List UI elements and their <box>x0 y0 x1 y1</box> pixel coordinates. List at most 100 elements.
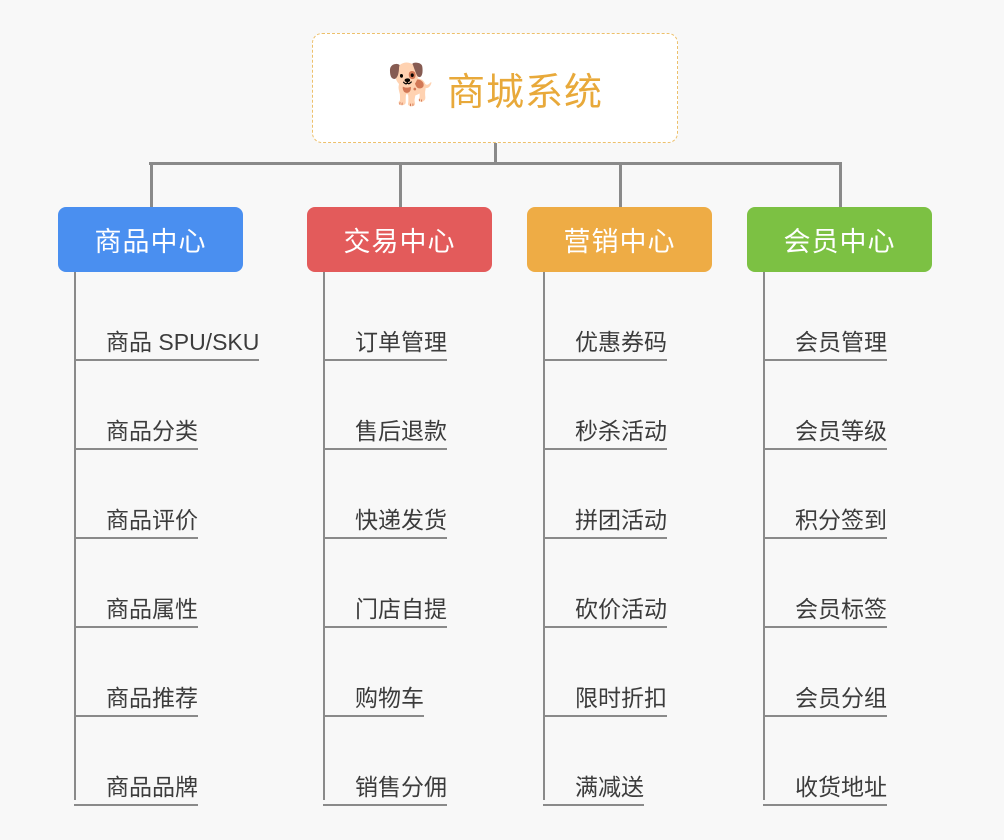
leaf-item-underline <box>323 448 447 450</box>
leaf-item-inner: 拼团活动 <box>543 506 667 539</box>
root-node[interactable]: 🐕 商城系统 <box>312 33 678 143</box>
leaf-item[interactable]: 会员管理 <box>747 272 932 361</box>
column-1: 商品中心商品 SPU/SKU 商品分类商品评价商品属性商品推荐商品品牌 <box>58 207 260 806</box>
leaf-item-underline <box>323 804 447 806</box>
leaf-item[interactable]: 购物车 <box>307 628 492 717</box>
leaf-item[interactable]: 门店自提 <box>307 539 492 628</box>
column-3: 营销中心优惠券码秒杀活动拼团活动砍价活动限时折扣满减送 <box>527 207 712 806</box>
leaf-item-inner: 商品评价 <box>74 506 198 539</box>
leaf-item-inner: 快递发货 <box>323 507 447 539</box>
leaf-item-inner: 商品属性 <box>74 595 198 628</box>
leaf-item-inner: 商品推荐 <box>74 684 198 717</box>
leaf-item-underline <box>763 537 887 539</box>
leaf-item-label: 商品评价 <box>106 506 198 533</box>
column-header-label: 会员中心 <box>783 227 896 257</box>
column-header-3[interactable]: 营销中心 <box>527 207 712 272</box>
leaf-item-inner: 会员等级 <box>763 418 887 450</box>
column-header-label: 营销中心 <box>563 227 676 257</box>
leaf-item-label: 满减送 <box>575 773 644 800</box>
leaf-item[interactable]: 售后退款 <box>307 361 492 450</box>
leaf-item[interactable]: 商品推荐 <box>58 628 243 717</box>
shiba-dog-face-icon: 🐕 <box>386 63 437 107</box>
leaf-item[interactable]: 会员分组 <box>747 628 932 717</box>
leaf-item-label: 订单管理 <box>355 328 447 355</box>
leaf-item-underline <box>74 537 198 539</box>
column-trunk-3 <box>543 272 545 800</box>
leaf-item-label: 秒杀活动 <box>575 417 667 444</box>
leaf-item[interactable]: 积分签到 <box>747 450 932 539</box>
leaf-item-inner: 积分签到 <box>763 506 887 539</box>
connector-horizontal-bus <box>149 162 841 165</box>
leaf-item-underline <box>763 715 887 717</box>
leaf-item-inner: 订单管理 <box>323 328 447 361</box>
leaf-item[interactable]: 商品评价 <box>58 450 243 539</box>
leaf-item-inner: 秒杀活动 <box>543 417 667 450</box>
column-trunk-1 <box>74 272 76 800</box>
leaf-item-underline <box>74 626 198 628</box>
leaf-item-label: 会员管理 <box>795 328 887 355</box>
leaf-item-inner: 会员分组 <box>763 684 887 717</box>
leaf-item-underline <box>74 359 260 361</box>
leaf-item[interactable]: 销售分佣 <box>307 717 492 806</box>
leaf-item-label: 商品品牌 <box>106 773 198 800</box>
leaf-item-underline <box>543 626 667 628</box>
leaf-item-underline <box>323 359 447 361</box>
leaf-item-inner: 优惠券码 <box>543 328 667 361</box>
leaf-item[interactable]: 商品属性 <box>58 539 243 628</box>
column-2: 交易中心订单管理售后退款快递发货门店自提购物车销售分佣 <box>307 207 492 806</box>
column-body-4: 会员管理会员等级积分签到会员标签会员分组收货地址 <box>747 272 932 806</box>
leaf-item-underline <box>543 715 667 717</box>
column-body-3: 优惠券码秒杀活动拼团活动砍价活动限时折扣满减送 <box>527 272 712 806</box>
leaf-item[interactable]: 商品品牌 <box>58 717 243 806</box>
leaf-item[interactable]: 拼团活动 <box>527 450 712 539</box>
leaf-item-inner: 限时折扣 <box>543 685 667 717</box>
leaf-item[interactable]: 秒杀活动 <box>527 361 712 450</box>
leaf-item-label: 商品属性 <box>106 595 198 622</box>
leaf-item-inner: 砍价活动 <box>543 595 667 628</box>
leaf-item-underline <box>323 715 424 717</box>
leaf-item-underline <box>74 804 198 806</box>
leaf-item-label: 砍价活动 <box>575 595 667 622</box>
leaf-item[interactable]: 优惠券码 <box>527 272 712 361</box>
leaf-item[interactable]: 订单管理 <box>307 272 492 361</box>
column-header-1[interactable]: 商品中心 <box>58 207 243 272</box>
leaf-item-inner: 会员管理 <box>763 328 887 361</box>
connector-drop-1 <box>150 162 153 207</box>
leaf-item-underline <box>74 715 198 717</box>
leaf-item[interactable]: 会员等级 <box>747 361 932 450</box>
column-body-1: 商品 SPU/SKU 商品分类商品评价商品属性商品推荐商品品牌 <box>58 272 260 806</box>
column-header-label: 商品中心 <box>94 227 207 257</box>
leaf-item-label: 商品推荐 <box>106 684 198 711</box>
column-trunk-2 <box>323 272 325 800</box>
leaf-item-underline <box>543 448 667 450</box>
leaf-item[interactable]: 商品 SPU/SKU <box>58 272 260 361</box>
leaf-item-inner: 销售分佣 <box>323 774 447 806</box>
leaf-item[interactable]: 砍价活动 <box>527 539 712 628</box>
leaf-item-label: 会员分组 <box>795 684 887 711</box>
leaf-item-label: 优惠券码 <box>575 328 667 355</box>
leaf-item-inner: 商品 SPU/SKU <box>74 328 260 361</box>
leaf-item-inner: 门店自提 <box>323 596 447 628</box>
leaf-item-label: 积分签到 <box>795 506 887 533</box>
leaf-item[interactable]: 满减送 <box>527 717 712 806</box>
leaf-item-inner: 会员标签 <box>763 596 887 628</box>
leaf-item-underline <box>543 804 644 806</box>
leaf-item-label: 拼团活动 <box>575 506 667 533</box>
leaf-item-label: 商品分类 <box>106 417 198 444</box>
leaf-item[interactable]: 收货地址 <box>747 717 932 806</box>
column-header-4[interactable]: 会员中心 <box>747 207 932 272</box>
leaf-item-underline <box>763 359 887 361</box>
leaf-item-inner: 售后退款 <box>323 418 447 450</box>
leaf-item-label: 收货地址 <box>795 773 887 800</box>
leaf-item-underline <box>763 626 887 628</box>
leaf-item-underline <box>323 626 447 628</box>
column-header-2[interactable]: 交易中心 <box>307 207 492 272</box>
leaf-item-underline <box>74 448 198 450</box>
leaf-item[interactable]: 限时折扣 <box>527 628 712 717</box>
column-body-2: 订单管理售后退款快递发货门店自提购物车销售分佣 <box>307 272 492 806</box>
leaf-item[interactable]: 快递发货 <box>307 450 492 539</box>
leaf-item-inner: 购物车 <box>323 685 424 717</box>
leaf-item[interactable]: 会员标签 <box>747 539 932 628</box>
leaf-item[interactable]: 商品分类 <box>58 361 243 450</box>
leaf-item-label: 商品 SPU/SKU <box>106 328 260 355</box>
